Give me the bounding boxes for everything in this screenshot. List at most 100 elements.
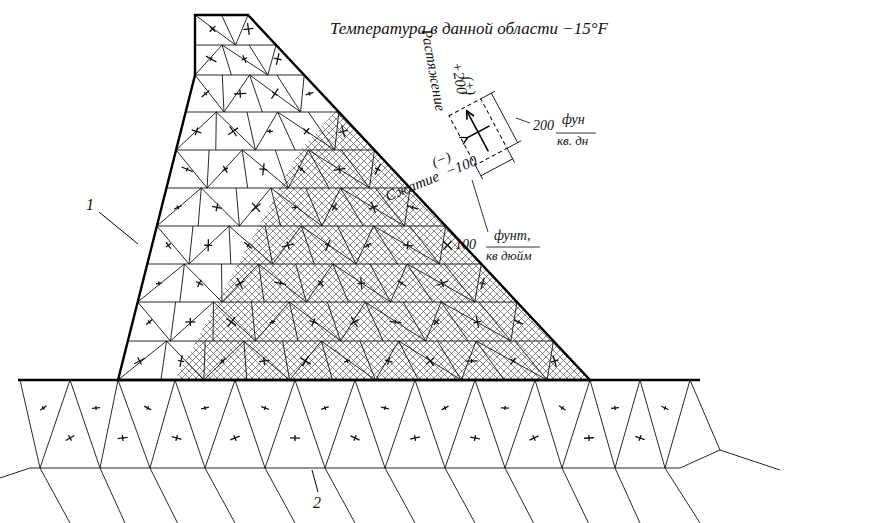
callout-number: 1 [86, 196, 94, 214]
mesh-line [276, 53, 279, 65]
mesh-line [189, 226, 193, 264]
mesh-line [474, 435, 475, 441]
stress-cross [281, 240, 295, 251]
mesh-line [440, 226, 446, 264]
mesh-line [146, 320, 152, 325]
stress-cross [274, 280, 287, 286]
mesh-line [176, 150, 207, 188]
dimension-value: 100 [455, 237, 476, 252]
mesh-line [195, 45, 222, 75]
mesh-line [354, 435, 357, 440]
stress-cross [39, 404, 48, 412]
mesh-line [412, 205, 413, 209]
mesh-line [505, 380, 535, 468]
mesh-line [251, 302, 255, 341]
mesh-line [150, 468, 178, 523]
mesh-line [324, 406, 325, 410]
stress-cross [337, 124, 350, 138]
mesh-line [259, 264, 307, 302]
mesh-line [261, 407, 269, 410]
mesh-line [332, 204, 336, 211]
stress-cross [422, 353, 437, 369]
mesh-line [228, 317, 235, 327]
mesh-line [385, 468, 415, 523]
stress-cross [269, 319, 276, 324]
mesh-line [243, 55, 246, 62]
mesh-line [224, 75, 250, 112]
mesh-line [514, 320, 523, 324]
mesh-line [476, 341, 547, 380]
stress-cross [221, 164, 230, 174]
mesh-line [272, 320, 273, 324]
mesh-line [533, 435, 536, 440]
mesh-line [242, 150, 247, 188]
mesh-line [198, 188, 201, 226]
mesh-line [434, 320, 438, 324]
stress-cross [634, 433, 645, 442]
mesh-line [481, 278, 484, 290]
mesh-line [294, 435, 296, 441]
mesh-line [265, 468, 295, 523]
mesh-line [269, 129, 270, 133]
mesh-line [122, 435, 124, 441]
mesh-line [252, 203, 260, 212]
mesh-line [361, 277, 362, 289]
stress-cross [478, 277, 487, 290]
dam-outline [118, 15, 590, 380]
mesh-line [426, 356, 433, 365]
mesh-line [275, 150, 288, 188]
stress-cross [200, 89, 210, 98]
mesh-line [335, 112, 339, 150]
mesh-line [239, 188, 270, 226]
mesh-line [399, 341, 462, 380]
mesh-line [327, 302, 340, 341]
mesh-line [157, 188, 201, 226]
stress-cross [329, 202, 340, 213]
mesh-line [204, 341, 244, 380]
mesh-line [157, 226, 189, 264]
stress-cross [347, 314, 362, 329]
tension-sign: (+) [460, 75, 478, 96]
mesh-line [100, 468, 125, 523]
mesh-line [248, 23, 250, 35]
stress-cross [402, 241, 413, 250]
mesh-line [333, 264, 391, 302]
stress-cross [549, 354, 560, 368]
mesh-line [247, 244, 249, 247]
mesh-line [170, 302, 213, 341]
stress-cross [156, 281, 163, 286]
mesh-line [95, 406, 97, 410]
mesh-line [505, 468, 534, 523]
stress-cross [661, 404, 670, 411]
mesh-line [391, 264, 408, 302]
stress-cross [92, 406, 100, 411]
stress-cross [229, 433, 240, 442]
mesh-line [397, 281, 405, 286]
mesh-line [371, 202, 375, 213]
mesh-line [375, 341, 398, 380]
mesh-line [138, 302, 171, 341]
mesh-line [195, 75, 224, 112]
mesh-line [210, 57, 212, 60]
mesh-line [180, 355, 182, 367]
mesh-line [562, 380, 590, 468]
mesh-line [395, 320, 397, 324]
mesh-line [367, 244, 369, 247]
stress-cross [177, 355, 185, 368]
stress-cross [225, 123, 242, 140]
stress-cross [323, 239, 333, 252]
mesh-line [384, 406, 386, 410]
mesh-line [214, 302, 256, 341]
stress-cross [259, 163, 268, 176]
mesh-line [236, 188, 239, 226]
mesh-line [441, 302, 468, 341]
mesh-line [306, 92, 314, 95]
mesh-line [296, 264, 306, 302]
mesh-line [590, 380, 615, 468]
mesh-line [373, 226, 397, 264]
mesh-line [210, 26, 216, 32]
mesh-line [40, 406, 47, 411]
mesh-line [271, 89, 278, 99]
stress-cross [316, 278, 326, 288]
stress-cross [243, 241, 253, 250]
